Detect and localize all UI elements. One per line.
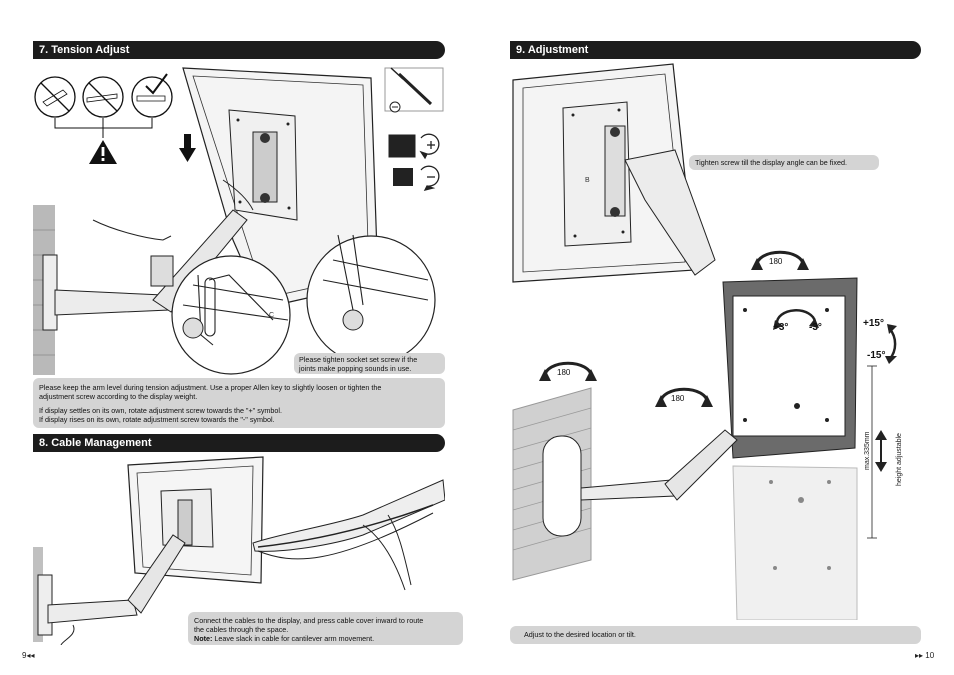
rotate-180-icon: 180	[751, 250, 809, 270]
ghost-monitor	[732, 465, 858, 620]
tilt-plus3: +3°	[773, 322, 788, 333]
tighten-note: Tighten screw till the display angle can…	[689, 155, 879, 170]
page-number-left: 9◂◂	[22, 651, 35, 660]
rotate-plus-icon	[419, 133, 440, 160]
svg-text:180: 180	[557, 368, 571, 377]
arm	[54, 289, 170, 316]
cable-management-illustration	[33, 456, 445, 645]
rotate-arc-icon	[775, 309, 817, 325]
height-adjustable-label: height adjustable	[896, 433, 903, 486]
tension-note: Please keep the arm level during tension…	[33, 378, 445, 428]
bracket-lines	[54, 118, 153, 138]
label-b: B	[585, 177, 590, 184]
page-arrow-icon: ◂◂	[26, 651, 35, 660]
rotate-180-icon-wall: 180	[539, 361, 597, 381]
detail-view-set-screw	[306, 235, 436, 365]
page-arrow-icon-right: ▸▸	[915, 651, 924, 660]
section7-title: 7. Tension Adjust	[39, 44, 130, 56]
warning-icon	[89, 140, 117, 164]
section9-title: 9. Adjustment	[516, 44, 589, 56]
adjust-note: Adjust to the desired location or tilt.	[510, 626, 921, 644]
set-screw-note: Please tighten socket set screw if the j…	[294, 353, 445, 374]
double-arrow-icon	[875, 430, 887, 472]
detail-view-allen-key	[171, 255, 291, 375]
tilt-plus15: +15°	[863, 318, 884, 329]
section8-header: 8. Cable Management	[33, 434, 445, 452]
down-arrow-icon	[179, 134, 196, 162]
prohibited-position-icons	[34, 73, 173, 118]
rotate-180-icon-arm: 180	[655, 387, 713, 407]
large-display-icon	[388, 134, 416, 158]
svg-text:180: 180	[769, 257, 783, 266]
small-display-icon	[393, 168, 413, 186]
adjustment-illustration: B 180 +3° -3° +15° -15° max.335mm height…	[512, 63, 903, 620]
tension-adjust-illustration: C	[33, 67, 444, 375]
page-number-right: ▸▸ 10	[915, 651, 935, 660]
cable-note: Connect the cables to the display, and p…	[188, 612, 463, 645]
minus-circle-icon	[389, 101, 401, 113]
tilt-minus3: -3°	[809, 322, 822, 333]
tilt-minus15: -15°	[867, 350, 885, 361]
svg-text:180: 180	[671, 394, 685, 403]
section8-title: 8. Cable Management	[39, 437, 152, 449]
section7-header: 7. Tension Adjust	[33, 41, 445, 59]
rotate-minus-icon	[420, 165, 440, 191]
section9-header: 9. Adjustment	[510, 41, 921, 59]
detail-label-c: C	[269, 312, 274, 319]
max-height-label: max.335mm	[864, 431, 871, 470]
